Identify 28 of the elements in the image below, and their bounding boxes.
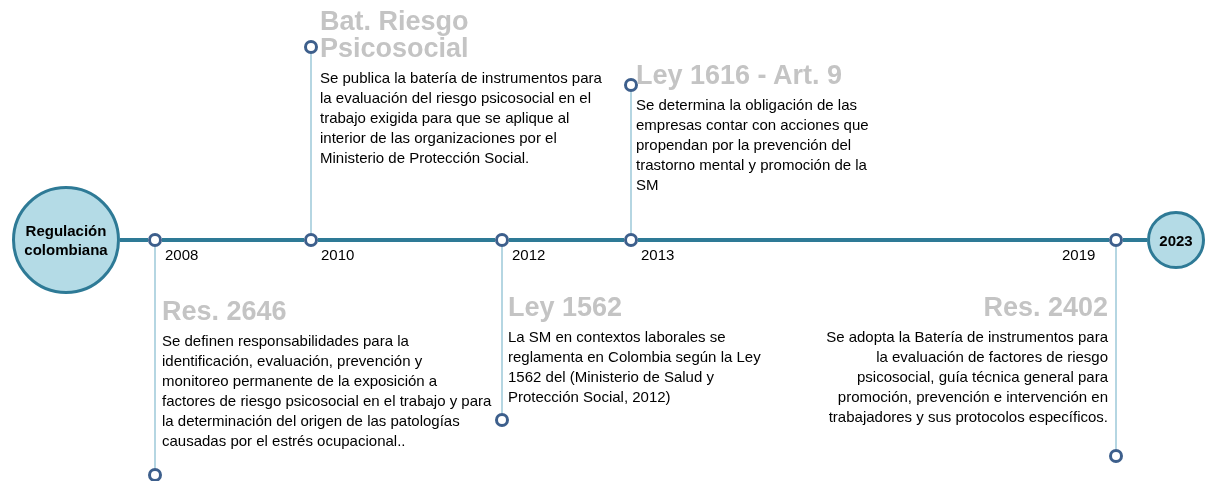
- event-description: Se publica la batería de instrumentos para la evaluación del riesgo psicosocial en el trabajo exigida para que se aplique al interior de las organizaciones por el Ministerio de Protección Social.: [320, 68, 602, 168]
- event-title: Res. 2402: [983, 294, 1108, 321]
- milestone-label: 2023: [1158, 230, 1194, 250]
- year-label: 2013: [641, 246, 675, 264]
- year-label: 2019: [1062, 246, 1096, 264]
- milestone-label: Regulación colombiana: [23, 221, 109, 259]
- timeline-line: [120, 238, 148, 242]
- event-title: Ley 1616 - Art. 9: [636, 62, 843, 89]
- connector-line: [501, 246, 503, 414]
- timeline-line: [318, 238, 495, 242]
- event-description: Se adopta la Batería de instrumentos para la evaluación de factores de riesgo psicosocial, guía técnica general para promoción, prevención e intervención en trabajadores y sus protocolos específicos.: [825, 327, 1108, 427]
- year-label: 2012: [512, 246, 546, 264]
- connector-line: [630, 91, 632, 234]
- event-title: Ley 1562: [508, 294, 623, 321]
- event-description: La SM en contextos laborales se reglamenta en Colombia según la Ley 1562 del (Ministerio de Salud y Protección Social, 2012): [508, 327, 762, 407]
- event-description: Se determina la obligación de las empresas contar con acciones que propendan por la prevención del trastorno mental y promoción de la SM: [636, 95, 870, 195]
- connector-line: [154, 246, 156, 469]
- timeline-line: [509, 238, 624, 242]
- event-title: Res. 2646: [162, 298, 287, 325]
- event-description: Se definen responsabilidades para la identificación, evaluación, prevención y monitoreo permanente de la exposición a factores de riesgo psicosocial en el trabajo y para la determinación del origen de las patologías causadas por el estrés ocupacional..: [162, 331, 492, 451]
- year-label: 2010: [321, 246, 355, 264]
- timeline-line: [638, 238, 1109, 242]
- connector-line: [1115, 246, 1117, 450]
- event-title: Bat. Riesgo Psicosocial: [320, 8, 470, 62]
- timeline-line: [1123, 238, 1147, 242]
- year-label: 2008: [165, 246, 199, 264]
- connector-line: [310, 53, 312, 234]
- timeline-line: [162, 238, 304, 242]
